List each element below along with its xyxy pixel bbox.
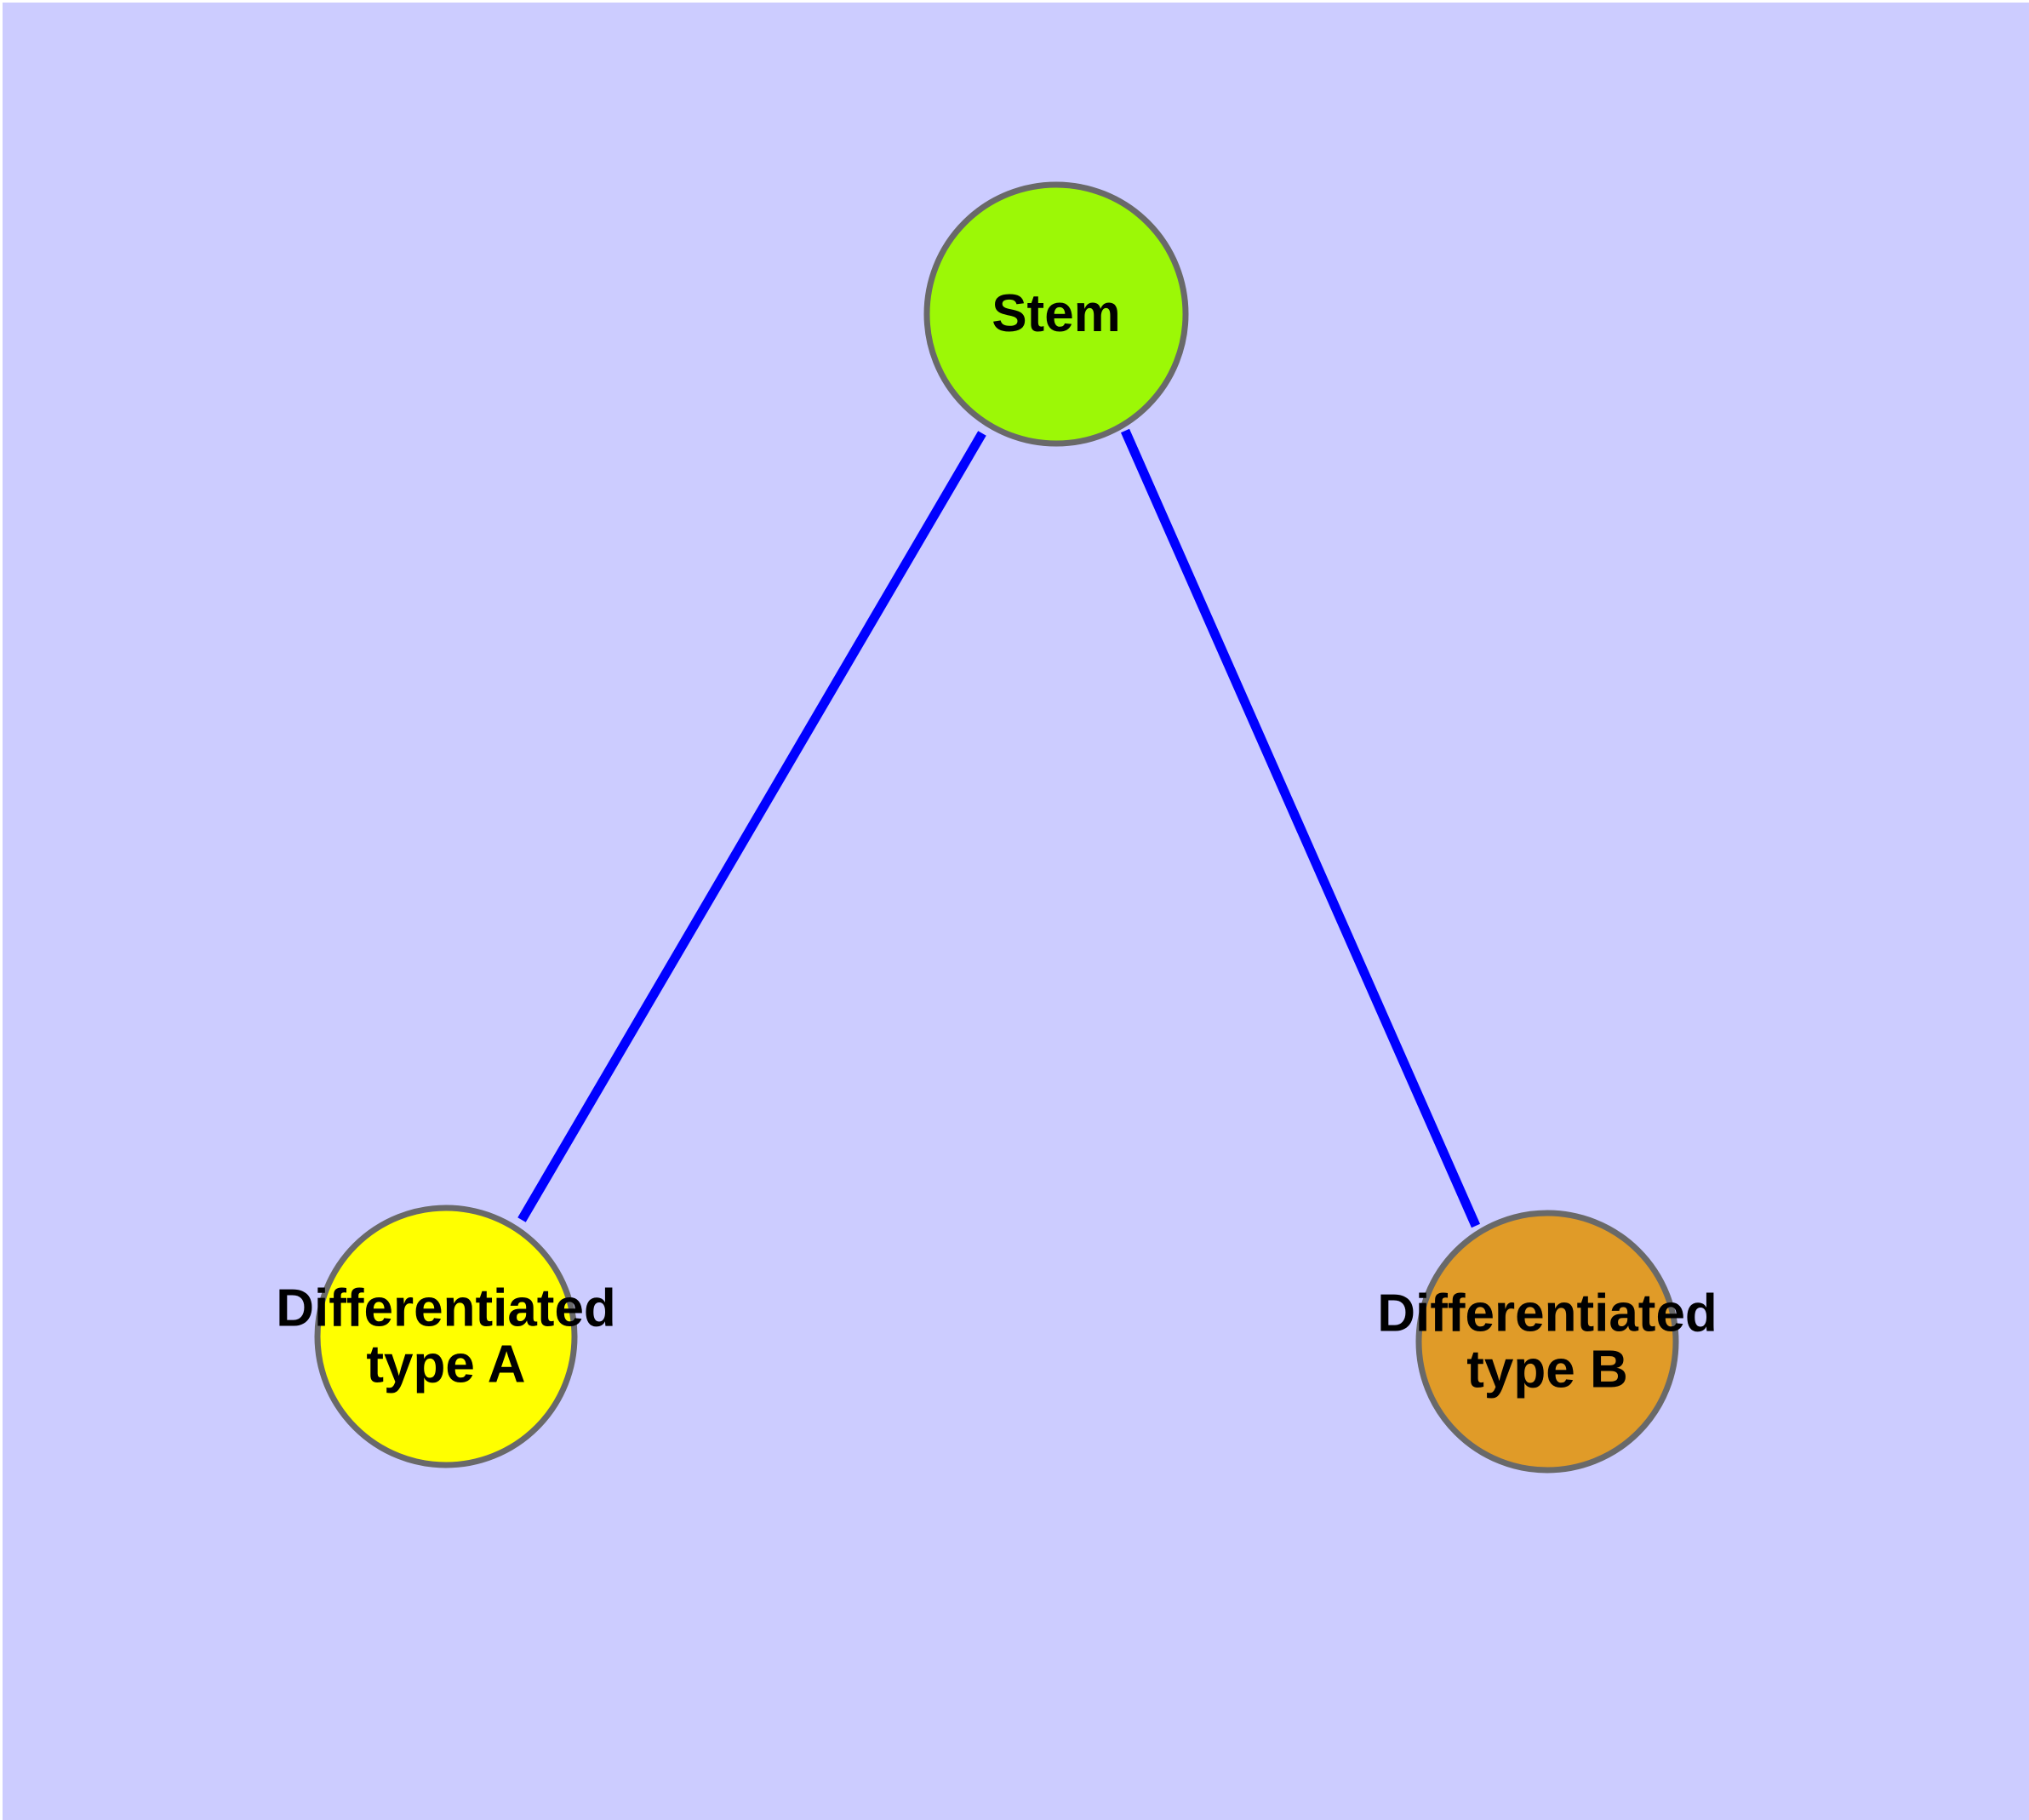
graph-svg: [314, 181, 1679, 1474]
graph-node-diff_a[interactable]: [314, 1205, 578, 1468]
edges-layer: [517, 428, 1481, 1228]
graph-edge-stem-diff_a: [517, 431, 986, 1222]
graph-node-diff_b[interactable]: [1415, 1210, 1679, 1474]
nodes-layer: [314, 181, 1679, 1474]
graph-edge-stem-diff_b: [1120, 428, 1481, 1228]
graph-node-stem[interactable]: [923, 181, 1189, 447]
